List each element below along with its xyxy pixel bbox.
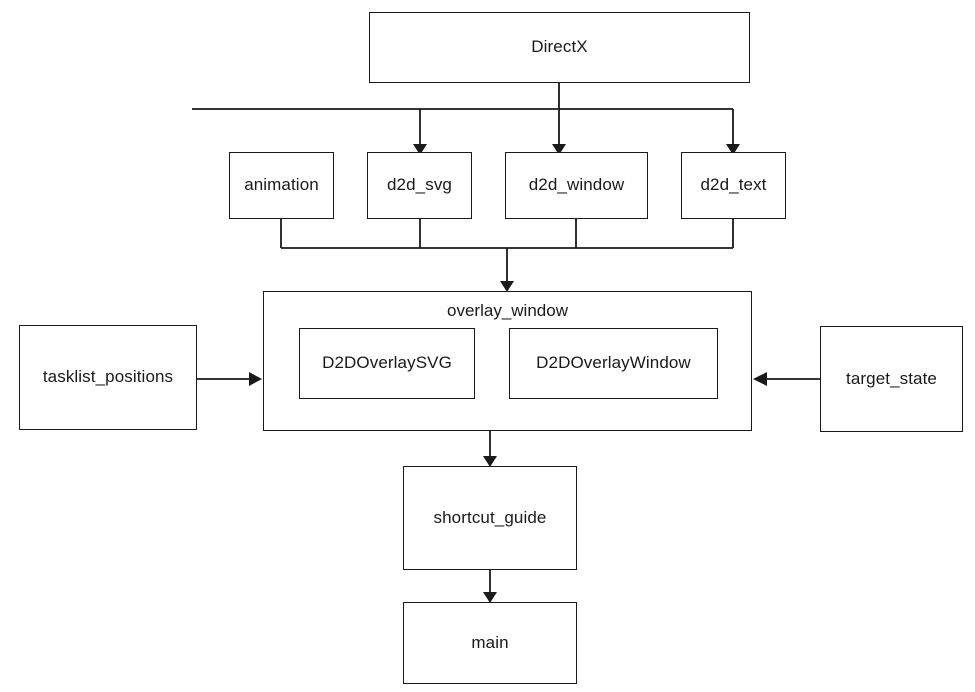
node-d2d-text-label: d2d_text xyxy=(700,175,767,195)
node-overlay-window-label: overlay_window xyxy=(447,301,568,320)
node-d2d-window-label: d2d_window xyxy=(528,175,625,195)
node-shortcut-guide-label: shortcut_guide xyxy=(433,507,547,527)
node-animation[interactable]: animation xyxy=(229,152,334,219)
node-animation-label: animation xyxy=(244,175,319,195)
edge-target-state-to-overlay-window xyxy=(753,372,820,386)
edge-merge-to-overlay-window xyxy=(281,247,733,292)
node-d2d-svg[interactable]: d2d_svg xyxy=(367,152,472,219)
node-d2d-overlay-svg-label: D2DOverlaySVG xyxy=(322,353,452,373)
node-directx[interactable]: DirectX xyxy=(369,12,750,83)
edge-overlay-window-to-shortcut-guide xyxy=(483,431,497,467)
node-main-label: main xyxy=(471,632,509,652)
node-tasklist-positions[interactable]: tasklist_positions xyxy=(19,325,197,430)
node-d2d-overlay-window-label: D2DOverlayWindow xyxy=(536,353,691,373)
edge-directx-bus xyxy=(192,83,733,110)
node-overlay-window-group[interactable]: overlay_window D2DOverlaySVG D2DOverlayW… xyxy=(263,291,752,431)
node-main[interactable]: main xyxy=(403,602,577,684)
node-d2d-overlay-window[interactable]: D2DOverlayWindow xyxy=(509,328,718,399)
edge-shortcut-guide-to-main xyxy=(483,570,497,603)
node-d2d-text[interactable]: d2d_text xyxy=(681,152,786,219)
node-tasklist-positions-label: tasklist_positions xyxy=(42,367,174,387)
edge-directx-to-d2d-text xyxy=(726,109,740,155)
node-d2d-overlay-svg[interactable]: D2DOverlaySVG xyxy=(299,328,475,399)
node-d2d-window[interactable]: d2d_window xyxy=(505,152,648,219)
edge-tasklist-positions-to-overlay-window xyxy=(197,372,262,386)
node-d2d-svg-label: d2d_svg xyxy=(387,175,452,195)
node-target-state-label: target_state xyxy=(846,368,937,388)
node-directx-label: DirectX xyxy=(531,37,588,57)
edge-directx-to-d2d-svg xyxy=(413,109,427,155)
node-target-state[interactable]: target_state xyxy=(820,326,963,432)
edge-directx-to-d2d-window xyxy=(552,109,566,155)
node-shortcut-guide[interactable]: shortcut_guide xyxy=(403,466,577,570)
